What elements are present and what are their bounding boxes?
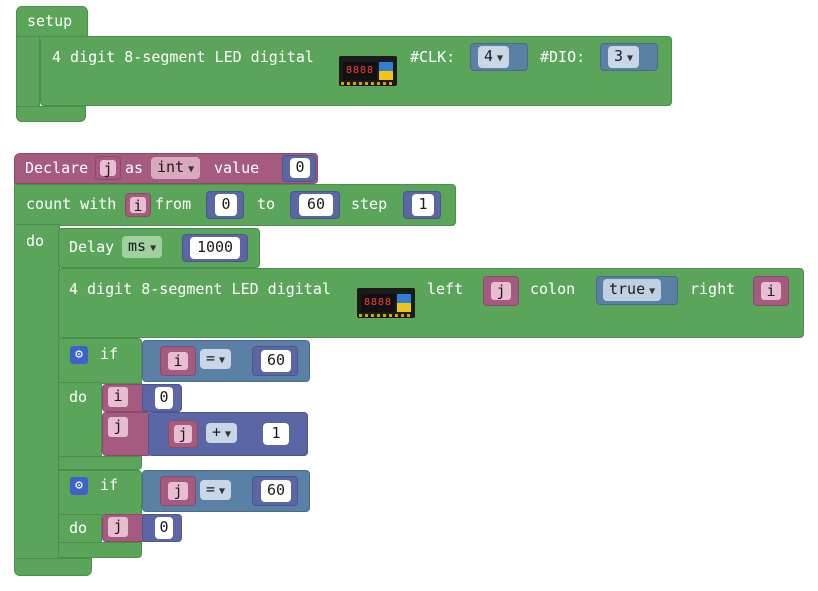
- led-module-image: 8888: [339, 56, 397, 86]
- display-label: 4 digit 8-segment LED digital: [69, 280, 331, 298]
- if-block-1-footer: [58, 456, 142, 470]
- triangle-down-icon: ▼: [649, 286, 656, 297]
- colon-dropdown[interactable]: true▼: [603, 279, 662, 301]
- delay-value[interactable]: 1000: [190, 237, 240, 259]
- colon-label: colon: [530, 280, 576, 298]
- dio-dropdown[interactable]: 3▼: [608, 46, 640, 68]
- triangle-down-icon: ▼: [627, 53, 634, 64]
- count-label: count with: [26, 195, 117, 213]
- if2-lhs-var[interactable]: j: [160, 476, 196, 506]
- delay-unit-dropdown[interactable]: ms▼: [122, 236, 163, 258]
- dio-value: 3: [614, 47, 624, 65]
- value-label: value: [214, 159, 260, 177]
- if2-op: =: [206, 480, 216, 498]
- set-j2-var: j: [104, 516, 132, 538]
- loop-var[interactable]: i: [125, 193, 151, 217]
- if1-op-dropdown[interactable]: =▼: [200, 349, 232, 369]
- count-loop-body: [14, 224, 60, 568]
- step-label: step: [351, 195, 388, 213]
- gear-icon[interactable]: ⚙: [70, 477, 88, 495]
- if2-op-dropdown[interactable]: =▼: [200, 480, 232, 500]
- from-label: from: [155, 195, 192, 213]
- set-j2-value[interactable]: 0: [155, 517, 173, 539]
- right-label: right: [690, 280, 736, 298]
- right-var[interactable]: i: [753, 276, 789, 306]
- left-label: left: [427, 280, 464, 298]
- triangle-down-icon: ▼: [219, 486, 226, 497]
- declare-label: Declare: [25, 159, 89, 177]
- if-block-2-footer: [58, 542, 142, 558]
- add-value[interactable]: 1: [263, 423, 289, 445]
- declare-value[interactable]: 0: [290, 158, 310, 178]
- dio-label: #DIO:: [540, 48, 586, 66]
- triangle-down-icon: ▼: [497, 53, 504, 64]
- if1-op: =: [206, 349, 216, 367]
- setup-footer: [16, 106, 86, 122]
- to-label: to: [257, 195, 276, 213]
- count-loop-footer: [14, 558, 92, 576]
- clk-label: #CLK:: [410, 48, 456, 66]
- if2-label: if: [100, 476, 119, 494]
- declare-var[interactable]: j: [95, 156, 121, 180]
- setup-label: setup: [27, 12, 73, 30]
- left-var[interactable]: j: [483, 276, 519, 306]
- triangle-down-icon: ▼: [219, 355, 226, 366]
- to-value[interactable]: 60: [299, 194, 333, 216]
- setup-block[interactable]: [16, 6, 88, 38]
- from-value[interactable]: 0: [215, 194, 237, 216]
- clk-dropdown[interactable]: 4▼: [478, 46, 510, 68]
- step-value[interactable]: 1: [412, 194, 434, 216]
- as-label: as: [125, 159, 144, 177]
- if1-rhs[interactable]: 60: [261, 350, 291, 372]
- led-module-image: 8888: [357, 288, 415, 318]
- set-i-value[interactable]: 0: [155, 387, 173, 409]
- if2-do-label: do: [69, 519, 88, 537]
- add-op: +: [212, 423, 222, 441]
- delay-unit: ms: [128, 237, 147, 255]
- if1-lhs-var[interactable]: i: [160, 346, 196, 376]
- display-block[interactable]: [58, 268, 804, 338]
- triangle-down-icon: ▼: [188, 164, 195, 175]
- type-dropdown[interactable]: int▼: [151, 157, 201, 179]
- gear-icon[interactable]: ⚙: [70, 346, 88, 364]
- clk-value: 4: [484, 47, 494, 65]
- add-lhs-var[interactable]: j: [168, 420, 198, 448]
- tm-setup-label: 4 digit 8-segment LED digital: [52, 48, 314, 66]
- triangle-down-icon: ▼: [150, 243, 157, 254]
- loop-do-label: do: [26, 232, 45, 250]
- if1-label: if: [100, 345, 119, 363]
- set-j-var: j: [104, 416, 132, 438]
- if1-do-label: do: [69, 388, 88, 406]
- add-op-dropdown[interactable]: +▼: [206, 423, 238, 443]
- set-i-var: i: [104, 386, 132, 408]
- colon-value: true: [609, 280, 646, 298]
- delay-label: Delay: [69, 238, 115, 256]
- type-value: int: [157, 158, 185, 176]
- triangle-down-icon: ▼: [225, 429, 232, 440]
- if2-rhs[interactable]: 60: [261, 480, 291, 502]
